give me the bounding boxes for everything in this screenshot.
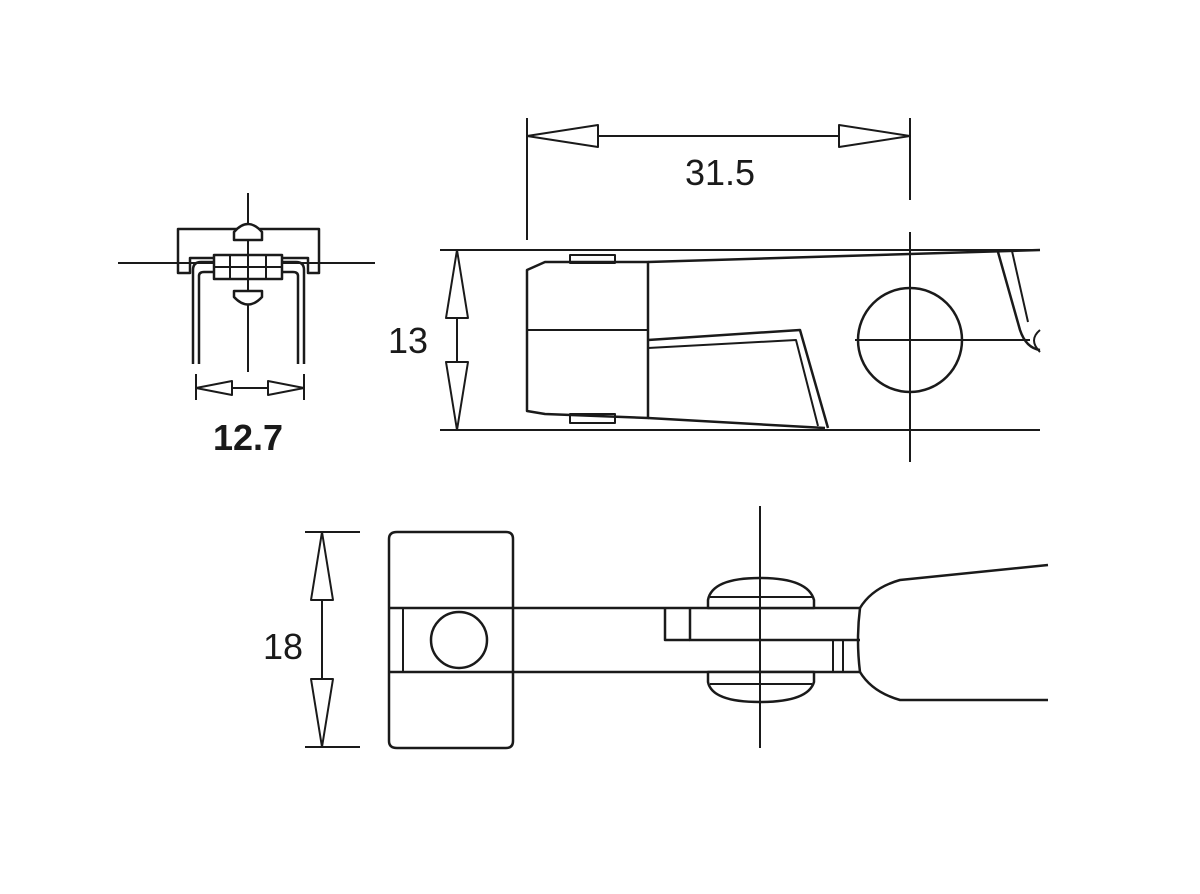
top-view-screw (429, 610, 489, 670)
dim-top-width-label: 18 (263, 626, 303, 667)
dim-length-label: 31.5 (685, 152, 755, 193)
front-view: 12.7 (118, 193, 375, 458)
top-view-handle-lower (858, 671, 1048, 702)
side-view-top-tab (569, 254, 616, 264)
dim-front-width-arrow-left (195, 380, 233, 396)
side-view: 31.5 13 (388, 118, 1041, 462)
top-view-handle-upper (858, 563, 1049, 609)
front-view-left-leg-inner (197, 270, 214, 364)
front-view-lower-bolt (232, 289, 264, 306)
front-view-right-leg-inner (282, 270, 300, 364)
top-view: 18 (263, 506, 1049, 750)
dim-length-arrow-right (838, 124, 911, 148)
side-view-spring-end (1033, 329, 1041, 353)
dim-front-width-arrow-right (267, 380, 305, 396)
dim-height-arrow-bottom (445, 361, 469, 431)
top-view-pivot-plate (688, 608, 860, 642)
side-view-lower-profile (647, 416, 826, 430)
front-view-head-outline (176, 227, 321, 275)
top-view-handle-joint (856, 607, 862, 673)
dim-length-arrow-left (526, 124, 599, 148)
side-view-spring-inner (1011, 250, 1029, 323)
front-view-upper-bolt (232, 222, 264, 242)
dim-front-width-label: 12.7 (213, 417, 283, 458)
front-view-right-leg (282, 260, 306, 364)
side-view-spring (996, 251, 1041, 352)
front-view-left-leg (191, 260, 214, 364)
side-view-upper-profile (647, 248, 1041, 264)
side-view-bottom-tab (569, 413, 616, 424)
side-view-jaw-blade (647, 328, 830, 429)
top-view-pivot-step (663, 608, 690, 642)
dim-height-arrow-top (445, 249, 469, 319)
dim-height-label: 13 (388, 320, 428, 361)
side-view-head (525, 260, 650, 420)
dim-top-width-arrow-bottom (310, 678, 334, 748)
dim-top-width-arrow-top (310, 531, 334, 601)
top-view-head-block (387, 530, 515, 750)
side-view-jaw-blade-inner (647, 339, 819, 427)
